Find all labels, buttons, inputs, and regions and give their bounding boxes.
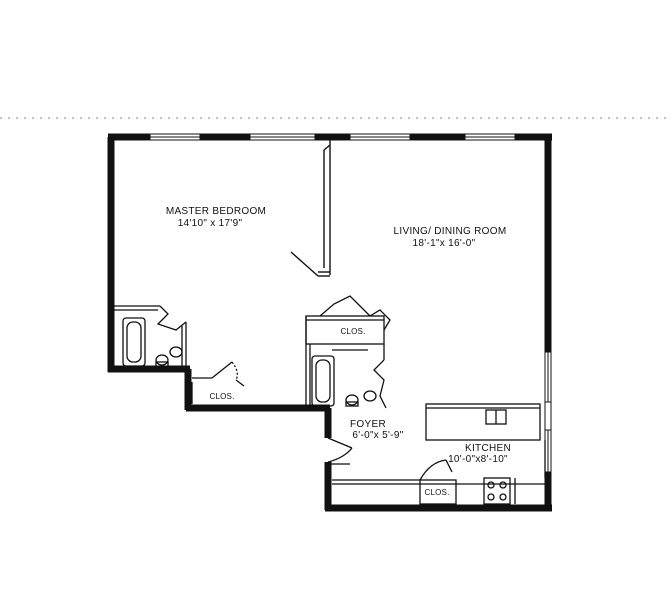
closet-top-label: CLOS.: [340, 327, 365, 336]
bedroom-bathroom: [111, 305, 187, 369]
master-bedroom-name: MASTER BEDROOM: [166, 206, 266, 217]
living-dining-size: 18'-1"x 16'-0": [413, 238, 476, 249]
kitchen-fixtures: [332, 403, 546, 505]
central-bathroom-closet: [305, 295, 391, 409]
foyer-size: 6'-0"x 5'-9": [352, 430, 403, 441]
interior-walls: [290, 140, 331, 277]
closet-bedroom-label: CLOS.: [209, 392, 234, 401]
bedroom-closet: [191, 361, 245, 404]
top-windows: [149, 133, 516, 141]
master-bedroom-size: 14'10" x 17'9": [178, 218, 243, 229]
right-windows: [544, 351, 552, 473]
foyer-name: FOYER: [350, 419, 386, 430]
closet-kitchen-label: CLOS.: [424, 488, 449, 497]
entry-door: [327, 437, 353, 465]
living-dining-name: LIVING/ DINING ROOM: [394, 226, 507, 237]
kitchen-size: 10'-0"x8'-10": [448, 454, 508, 465]
kitchen-name: KITCHEN: [465, 443, 511, 454]
